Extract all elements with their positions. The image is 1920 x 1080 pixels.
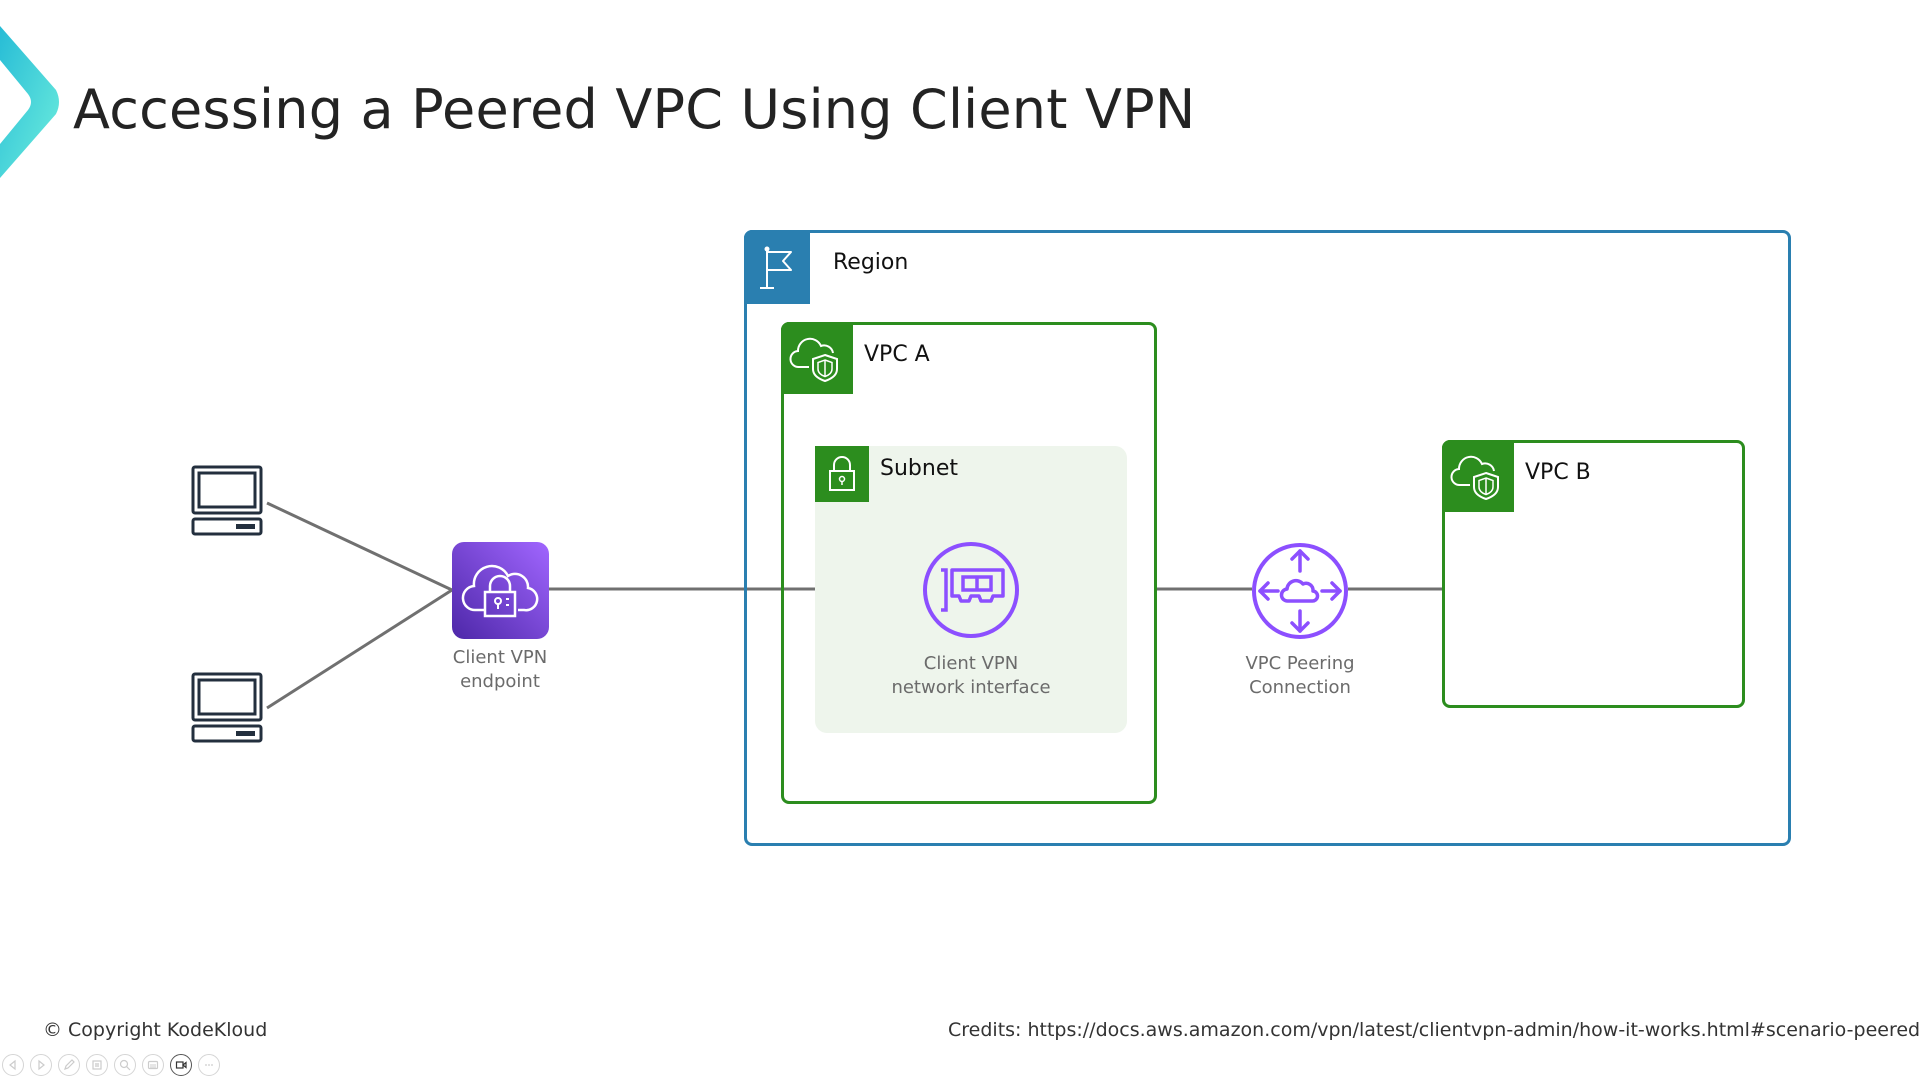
zoom-button[interactable]	[114, 1054, 136, 1076]
vpc-b-group	[1442, 440, 1745, 708]
vpc-a-group	[781, 322, 1157, 804]
vpc-cloud-shield-icon	[781, 322, 853, 394]
client-vpn-eni-caption: Client VPN network interface	[891, 652, 1050, 700]
caption-line: endpoint	[460, 671, 540, 692]
magnifier-icon	[119, 1059, 131, 1071]
desktop-computer-icon	[191, 465, 263, 536]
pen-button[interactable]	[58, 1054, 80, 1076]
network-interface-card-icon	[923, 542, 1019, 638]
chevron-right-icon	[38, 1059, 45, 1071]
subtitles-button[interactable]	[142, 1054, 164, 1076]
previous-slide-button[interactable]	[2, 1054, 24, 1076]
cloud-lock-icon	[452, 542, 549, 639]
vpc-cloud-shield-icon	[1442, 440, 1514, 512]
peering-arrows-cloud-icon	[1252, 543, 1348, 639]
subtitles-icon	[147, 1060, 159, 1070]
slide-title: Accessing a Peered VPC Using Client VPN	[73, 78, 1196, 141]
caption-line: network interface	[891, 677, 1051, 698]
ellipsis-icon	[205, 1064, 213, 1066]
connector-client2-endpoint	[266, 588, 453, 710]
vpc-a-label: VPC A	[864, 342, 930, 367]
kodekloud-logo-chevron-icon	[0, 26, 59, 178]
slideshow-controls	[2, 1054, 220, 1076]
region-label: Region	[833, 250, 909, 275]
slides-icon	[92, 1060, 102, 1070]
copyright-text: © Copyright KodeKloud	[43, 1019, 268, 1041]
next-slide-button[interactable]	[30, 1054, 52, 1076]
camera-icon	[175, 1061, 187, 1069]
subnet-label: Subnet	[880, 456, 958, 481]
vpc-peering-caption: VPC Peering Connection	[1245, 652, 1354, 700]
camera-button[interactable]	[170, 1054, 192, 1076]
caption-line: Client VPN	[923, 653, 1019, 674]
client-vpn-endpoint-caption: Client VPN endpoint	[453, 646, 547, 694]
padlock-icon	[815, 446, 869, 502]
pen-icon	[64, 1059, 75, 1070]
flag-icon	[744, 230, 810, 304]
see-all-slides-button[interactable]	[86, 1054, 108, 1076]
vpc-b-label: VPC B	[1525, 460, 1591, 485]
chevron-left-icon	[9, 1059, 16, 1071]
more-options-button[interactable]	[198, 1054, 220, 1076]
region-group	[744, 230, 1791, 846]
caption-line: Connection	[1249, 677, 1351, 698]
desktop-computer-icon	[191, 672, 263, 743]
caption-line: VPC Peering	[1245, 653, 1355, 674]
credits-text: Credits: https://docs.aws.amazon.com/vpn…	[948, 1019, 1920, 1041]
caption-line: Client VPN	[452, 647, 548, 668]
connector-client1-endpoint	[266, 501, 453, 592]
